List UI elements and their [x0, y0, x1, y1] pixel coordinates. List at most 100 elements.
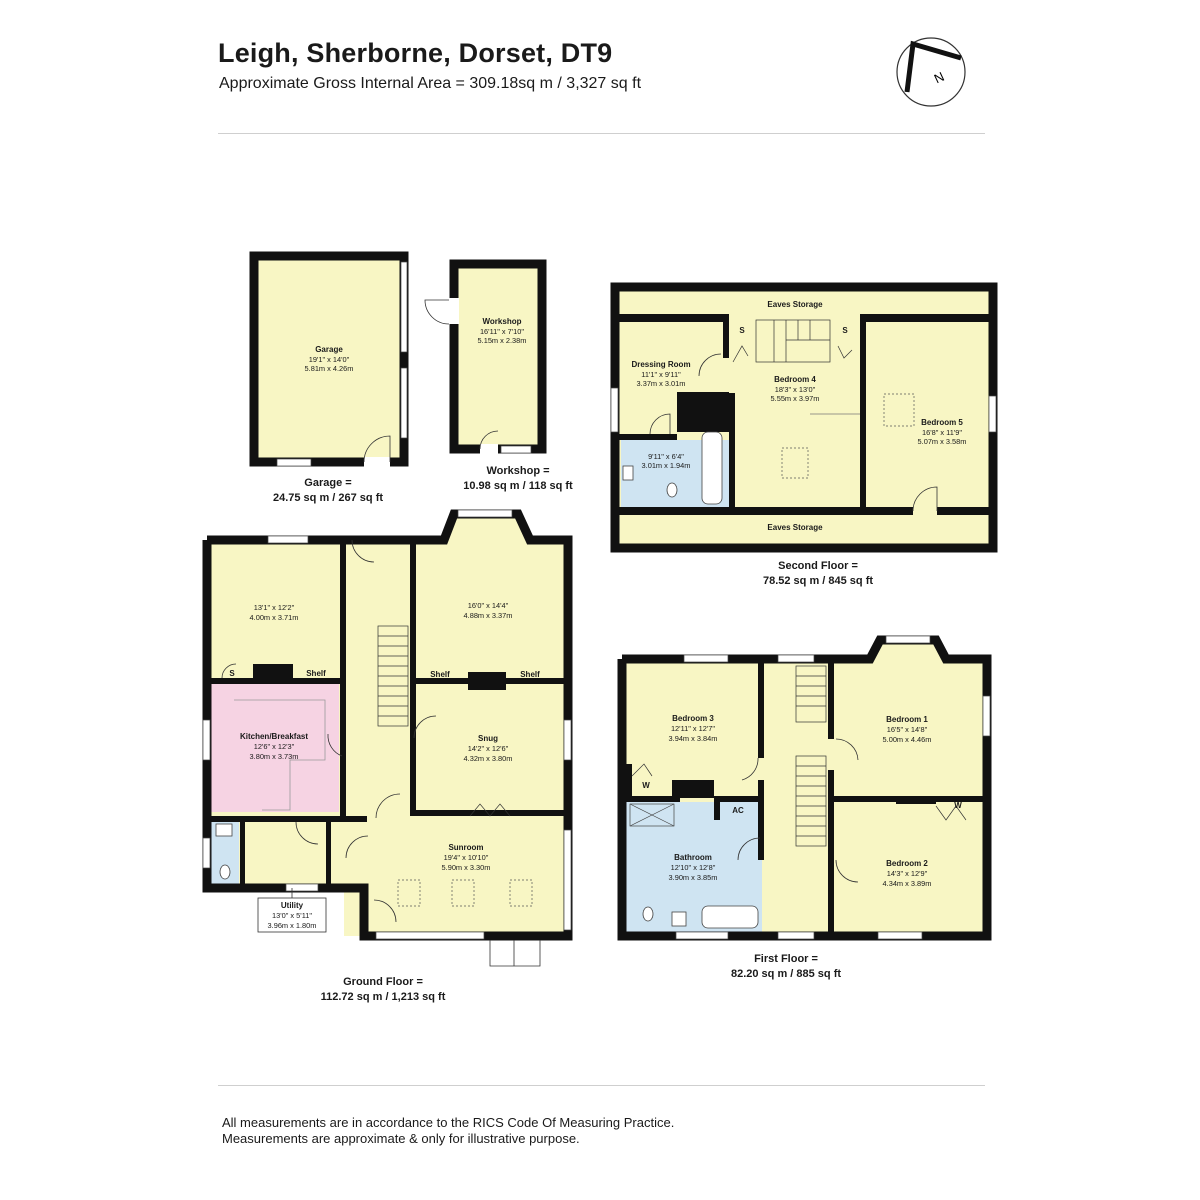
sitting-room-metric: 4.88m x 3.37m	[464, 611, 513, 620]
first-floor-area-title: First Floor =	[754, 953, 818, 965]
kitchen-imperial: 12'6" x 12'3"	[254, 742, 295, 751]
gross-area-subtitle: Approximate Gross Internal Area = 309.18…	[219, 75, 642, 92]
skylight	[883, 393, 915, 427]
sunroom-imperial: 19'4" x 10'10"	[444, 853, 489, 862]
workshop-door	[424, 299, 450, 325]
dining-room-metric: 4.00m x 3.71m	[250, 613, 299, 622]
garage-label: Garage	[315, 345, 343, 354]
workshop-imperial: 16'11" x 7'10"	[480, 327, 524, 336]
bedroom4-label: Bedroom 4	[774, 375, 816, 384]
ground-floor-stair	[377, 625, 409, 727]
storage-label: S	[739, 326, 745, 335]
workshop-plan: Workshop 16'11" x 7'10" 5.15m x 2.38m Wo…	[424, 259, 573, 492]
sunroom-metric: 5.90m x 3.30m	[442, 863, 491, 872]
footer-note-line1: All measurements are in accordance to th…	[222, 1115, 675, 1130]
second-floor-stair	[755, 319, 831, 363]
bedroom2-metric: 4.34m x 3.89m	[883, 879, 932, 888]
window	[777, 931, 815, 940]
sitting-room-imperial: 16'0" x 14'4"	[468, 601, 509, 610]
window	[202, 837, 211, 869]
dressing-room-imperial: 11'1" x 9'11"	[641, 370, 681, 379]
workshop-area-value: 10.98 sq m / 118 sq ft	[463, 480, 573, 492]
skylight	[781, 447, 809, 479]
first-floor-stair	[795, 665, 827, 847]
shower-room-imperial: 9'11" x 6'4"	[648, 452, 684, 461]
bathroom-label: Bathroom	[674, 853, 712, 862]
workshop-area-title: Workshop =	[486, 465, 549, 477]
first-floor-area-value: 82.20 sq m / 885 sq ft	[731, 968, 841, 980]
storage-label: S	[229, 669, 235, 678]
window	[610, 387, 619, 433]
second-floor-area-title: Second Floor =	[778, 560, 858, 572]
ac-label: AC	[732, 806, 744, 815]
utility-metric: 3.96m x 1.80m	[268, 921, 317, 930]
first-floor-plan: Bedroom 3 12'11" x 12'7" 3.94m x 3.84m W…	[617, 635, 992, 980]
window	[267, 535, 309, 544]
basin-icon	[622, 465, 634, 481]
eaves-storage-top-label: Eaves Storage	[767, 300, 823, 309]
window	[982, 695, 991, 737]
bedroom5-label: Bedroom 5	[921, 418, 963, 427]
storage-label: S	[842, 326, 848, 335]
dressing-room-metric: 3.37m x 3.01m	[637, 379, 686, 388]
shelf-label: Shelf	[306, 669, 326, 678]
utility-label-box	[257, 897, 327, 933]
garage-room	[254, 256, 404, 462]
eaves-storage-bottom-label: Eaves Storage	[767, 523, 823, 532]
bedroom3-imperial: 12'11" x 12'7"	[671, 724, 715, 733]
ground-floor-plan: 13'1" x 12'2" 4.00m x 3.71m 16'0" x 14'4…	[202, 509, 573, 1003]
garage-area-value: 24.75 sq m / 267 sq ft	[273, 492, 383, 504]
page-title: Leigh, Sherborne, Dorset, DT9	[218, 38, 613, 68]
window	[202, 719, 211, 761]
bedroom4-imperial: 18'3" x 13'0"	[775, 385, 816, 394]
window	[457, 509, 513, 518]
window	[683, 654, 729, 663]
workshop-label: Workshop	[483, 317, 522, 326]
bedroom1-imperial: 16'5" x 14'8"	[887, 725, 928, 734]
wardrobe-label: W	[954, 801, 962, 810]
garage-window	[400, 261, 408, 353]
workshop-window	[500, 445, 532, 454]
bath-icon	[701, 431, 723, 505]
toilet-icon	[666, 482, 678, 498]
window	[877, 931, 923, 940]
garage-metric: 5.81m x 4.26m	[305, 364, 354, 373]
bedroom2-imperial: 14'3" x 12'9"	[887, 869, 928, 878]
bedroom2-label: Bedroom 2	[886, 859, 928, 868]
kitchen-room	[211, 684, 339, 812]
shelf-label: Shelf	[430, 670, 450, 679]
garage-window	[276, 458, 312, 467]
bedroom5-metric: 5.07m x 3.58m	[918, 437, 967, 446]
snug-metric: 4.32m x 3.80m	[464, 754, 513, 763]
second-floor-area-value: 78.52 sq m / 845 sq ft	[763, 575, 873, 587]
shelf-label: Shelf	[520, 670, 540, 679]
garage-door	[363, 435, 391, 463]
footer-note-line2: Measurements are approximate & only for …	[222, 1131, 580, 1146]
window	[988, 395, 997, 433]
snug-label: Snug	[478, 734, 498, 743]
header-divider	[218, 133, 985, 134]
toilet-icon	[642, 906, 654, 922]
bedroom3-label: Bedroom 3	[672, 714, 714, 723]
bedroom3-metric: 3.94m x 3.84m	[669, 734, 718, 743]
window	[563, 829, 572, 931]
shower-room-metric: 3.01m x 1.94m	[642, 461, 691, 470]
dining-room-imperial: 13'1" x 12'2"	[254, 603, 295, 612]
wardrobe-label: W	[642, 781, 650, 790]
bedroom4-metric: 5.55m x 3.97m	[771, 394, 820, 403]
garage-window	[400, 367, 408, 439]
garage-area-title: Garage =	[304, 477, 351, 489]
compass-icon: N	[896, 37, 966, 107]
bath-icon	[701, 905, 759, 929]
window	[375, 931, 485, 940]
kitchen-metric: 3.80m x 3.73m	[250, 752, 299, 761]
bedroom1-label: Bedroom 1	[886, 715, 928, 724]
ground-floor-area-title: Ground Floor =	[343, 976, 423, 988]
window	[675, 931, 729, 940]
basin-icon	[671, 911, 687, 927]
second-floor-plan: Eaves Storage Eaves Storage S S Dressing…	[610, 282, 998, 587]
window	[777, 654, 815, 663]
bathroom-metric: 3.90m x 3.85m	[669, 873, 718, 882]
basin-icon	[215, 823, 233, 837]
